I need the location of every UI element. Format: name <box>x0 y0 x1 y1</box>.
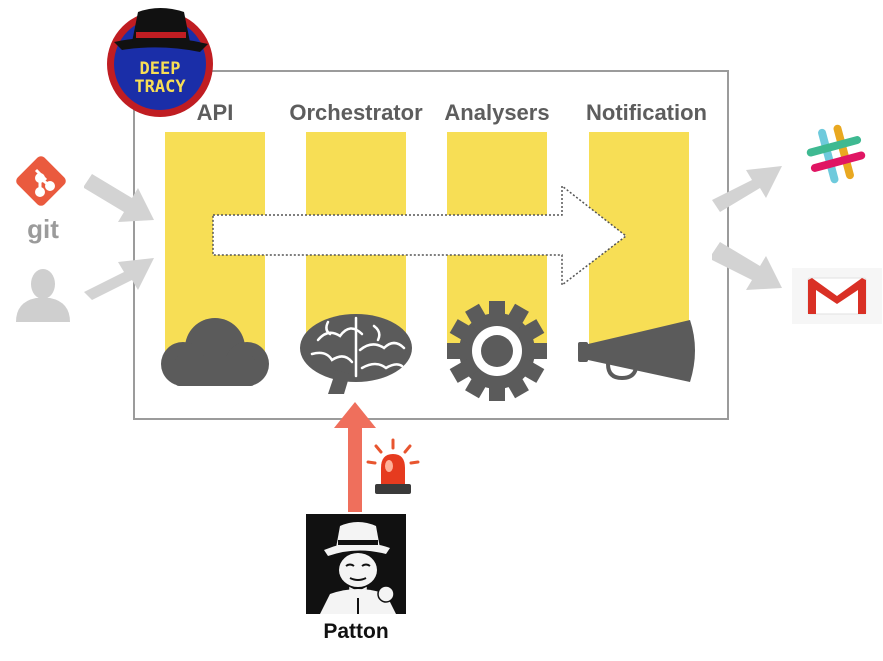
slack-icon <box>806 124 866 184</box>
column-label-analysers: Analysers <box>444 100 550 125</box>
deep-tracy-logo: DEEP TRACY <box>107 8 213 117</box>
gear-icon <box>447 301 547 401</box>
logo-text-line2: TRACY <box>134 77 186 97</box>
column-label-api: API <box>196 100 234 125</box>
actor-name: Patton <box>323 620 389 643</box>
logo-text-line1: DEEP <box>140 59 181 79</box>
git-label: git <box>27 214 59 244</box>
cloud-icon <box>161 318 269 386</box>
column-label-orchestrator: Orchestrator <box>289 100 423 125</box>
gmail-icon <box>792 268 882 324</box>
megaphone-icon <box>578 320 695 382</box>
patton-avatar <box>306 514 406 614</box>
column-label-notification: Notification <box>586 100 707 125</box>
git-icon: git <box>16 156 66 244</box>
siren-icon <box>366 438 420 494</box>
system-boundary <box>133 70 729 420</box>
brain-icon <box>300 314 412 394</box>
user-icon <box>16 269 70 322</box>
